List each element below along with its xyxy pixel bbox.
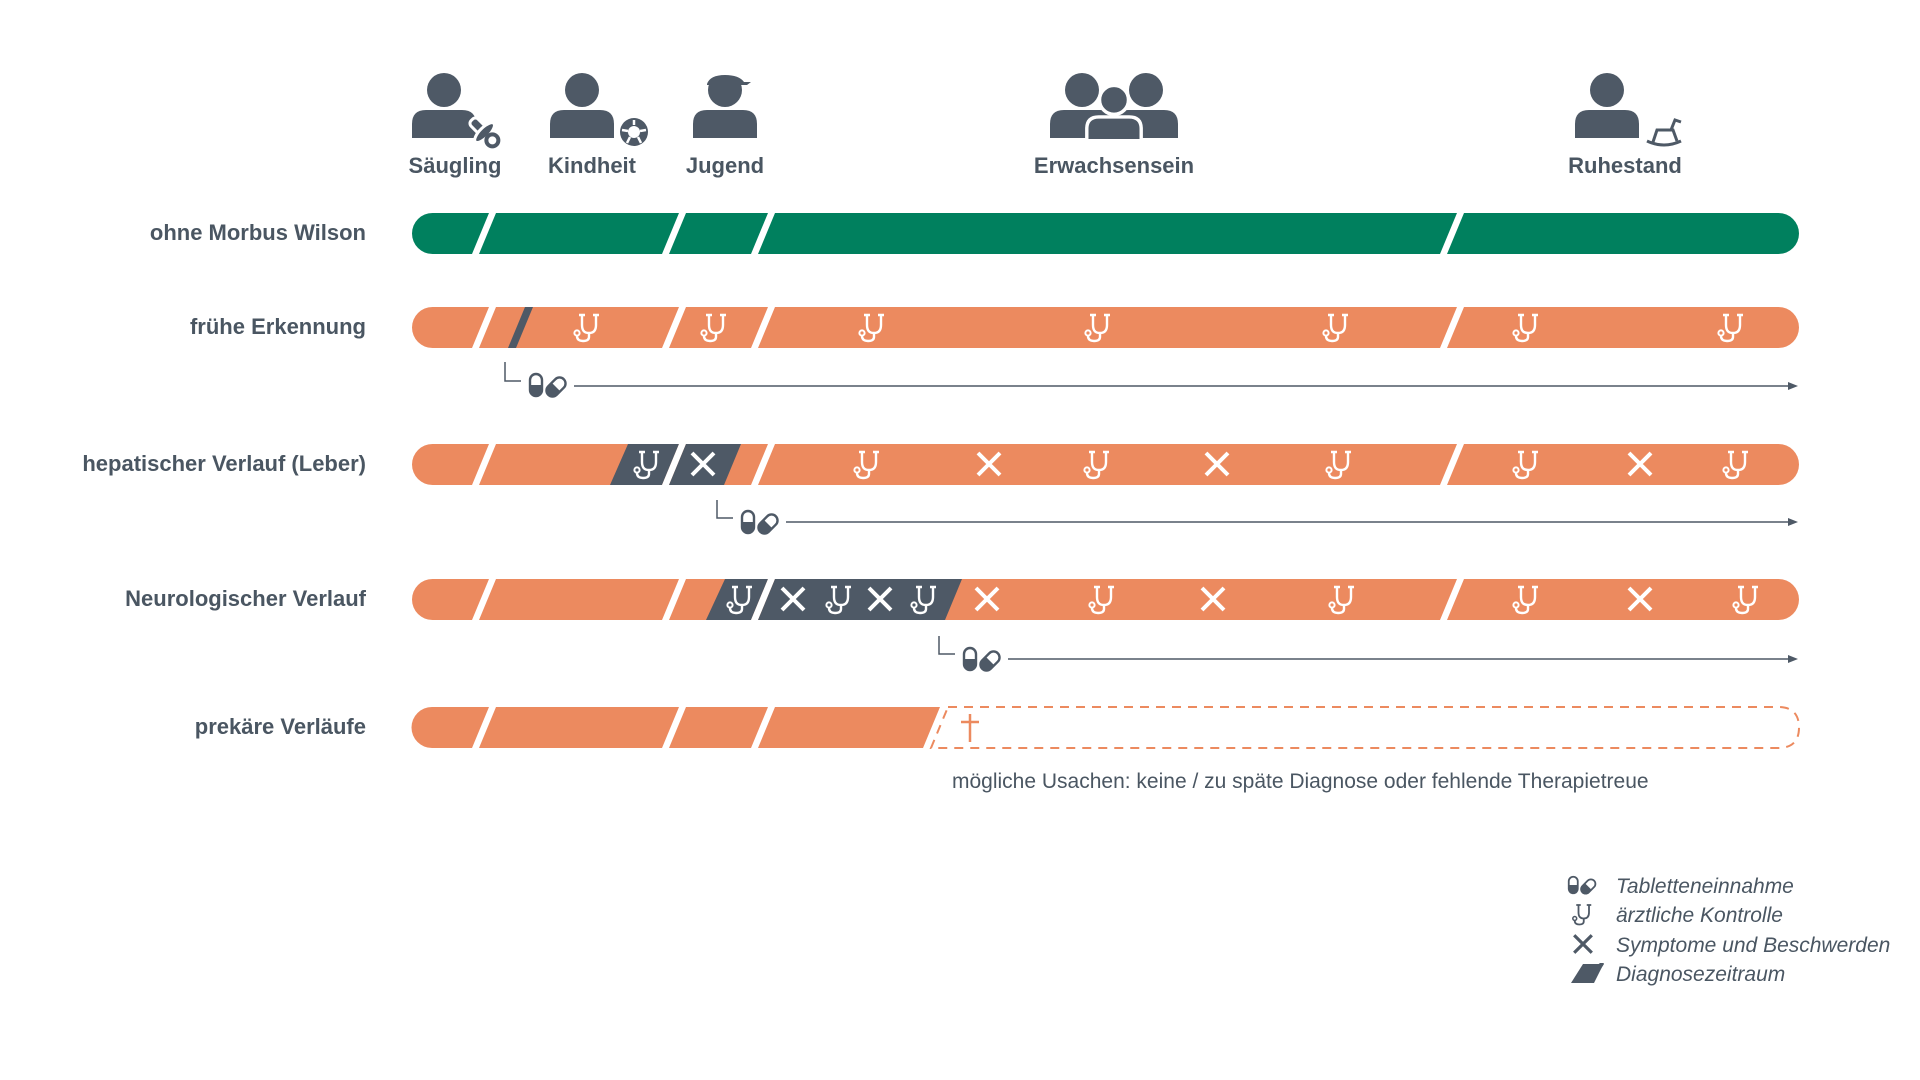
- row-label-fruehe-erkennung: frühe Erkennung: [190, 314, 366, 339]
- legend-item: Tabletteneinnahme: [1567, 875, 1794, 898]
- row-label-hepatischer-verlauf: hepatischer Verlauf (Leber): [82, 451, 366, 476]
- stethoscope-icon: [1571, 904, 1593, 926]
- bar-neurologischer-verlauf: [412, 579, 1799, 620]
- therapy-line-fruehe-erkennung: [504, 362, 1798, 401]
- pill-icon: [962, 646, 1004, 675]
- legend-item: Diagnosezeitraum: [1571, 963, 1785, 986]
- legend-label: Diagnosezeitraum: [1616, 963, 1785, 986]
- stage-label: Säugling: [409, 153, 502, 178]
- pill-icon: [740, 509, 782, 538]
- stage-label: Jugend: [686, 153, 764, 178]
- stage-label: Erwachsensein: [1034, 153, 1194, 178]
- row-label-ohne-morbus-wilson: ohne Morbus Wilson: [150, 220, 366, 245]
- person-cap-icon: [693, 71, 757, 138]
- cross-icon: [1572, 933, 1594, 955]
- legend: Tabletteneinnahme ärztliche Kontrolle Sy…: [1567, 875, 1890, 986]
- therapy-line-neurologischer-verlauf: [938, 636, 1798, 675]
- person-ball-icon: [550, 73, 651, 149]
- person-pacifier-icon: [412, 73, 501, 149]
- row-label-prekaere-verlaeufe: prekäre Verläufe: [195, 714, 366, 739]
- group-icon: [1050, 73, 1178, 143]
- legend-label: ärztliche Kontrolle: [1616, 904, 1783, 927]
- stage-ruhestand: Ruhestand: [1568, 73, 1682, 178]
- row-label-neurologischer-verlauf: Neurologischer Verlauf: [125, 586, 367, 611]
- bar-hepatischer-verlauf: [412, 444, 1799, 485]
- therapy-line-hepatischer-verlauf: [716, 500, 1798, 538]
- stage-erwachsensein: Erwachsensein: [1034, 73, 1194, 178]
- stage-jugend: Jugend: [686, 71, 764, 178]
- stage-label: Ruhestand: [1568, 153, 1682, 178]
- note-possible-causes: mögliche Usachen: keine / zu späte Diagn…: [952, 770, 1649, 793]
- legend-label: Symptome und Beschwerden: [1616, 934, 1890, 957]
- person-rocking-horse-icon: [1575, 73, 1682, 147]
- legend-label: Tabletteneinnahme: [1616, 875, 1794, 898]
- legend-item: ärztliche Kontrolle: [1571, 904, 1783, 927]
- stage-saeugling: Säugling: [409, 73, 502, 178]
- legend-item: Symptome und Beschwerden: [1572, 933, 1890, 957]
- death-cross-icon: [961, 714, 979, 742]
- pill-icon: [1567, 875, 1599, 897]
- stage-kindheit: Kindheit: [548, 73, 651, 178]
- bar-fruehe-erkennung: [412, 307, 1799, 348]
- bar-ohne-morbus-wilson: [412, 213, 1799, 254]
- bar-prekaere-verlaeufe: [411, 706, 1801, 749]
- stage-label: Kindheit: [548, 153, 637, 178]
- pill-icon: [528, 372, 570, 401]
